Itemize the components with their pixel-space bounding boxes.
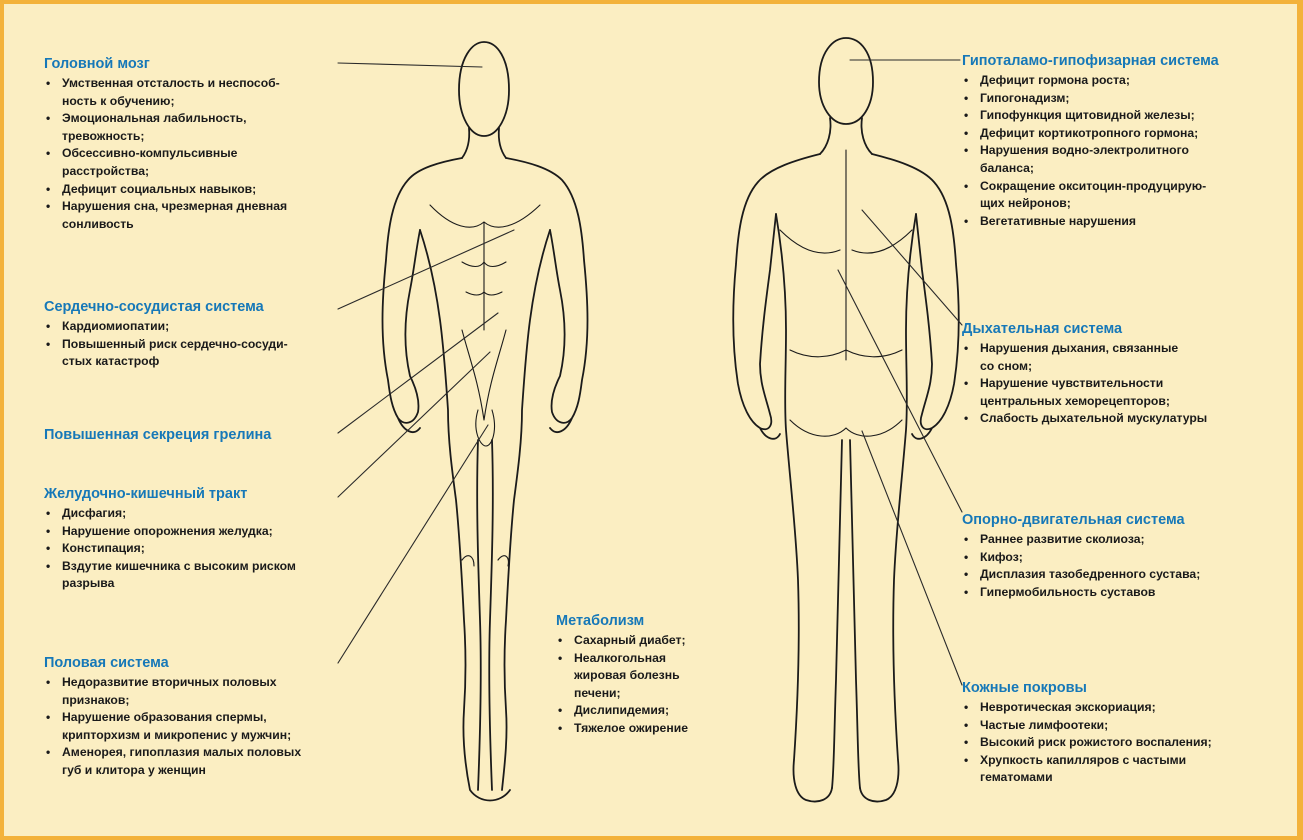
pointer-reproductive	[338, 425, 488, 663]
section-skin: Кожные покровы Невротическая экскориация…	[962, 679, 1282, 787]
front-head	[459, 42, 509, 136]
list-item: Неалкогольная жировая болезнь печени;	[556, 650, 736, 703]
list-item: Вздутие кишечника с высоким риском разры…	[44, 558, 344, 593]
pointer-brain	[338, 63, 482, 67]
section-title: Сердечно-сосудистая система	[44, 298, 344, 316]
section-musculoskeletal: Опорно-двигательная система Раннее разви…	[962, 511, 1282, 601]
back-figure	[733, 38, 959, 802]
list-item: Дислипидемия;	[556, 702, 736, 720]
section-brain: Головной мозг Умственная отсталость и не…	[44, 55, 344, 233]
section-list: Дисфагия; Нарушение опорожнения желудка;…	[44, 505, 344, 593]
section-title: Половая система	[44, 654, 354, 672]
pointer-musculoskeletal	[838, 270, 962, 512]
back-outline-right	[872, 154, 959, 439]
list-item: Невротическая экскориация;	[962, 699, 1282, 717]
list-item: Частые лимфоотеки;	[962, 717, 1282, 735]
list-item: Дефицит кортикотропного гормона;	[962, 125, 1282, 143]
section-list: Кардиомиопатии; Повышенный риск сердечно…	[44, 318, 344, 371]
list-item: Аменорея, гипоплазия малых половых губ и…	[44, 744, 354, 779]
section-cardio: Сердечно-сосудистая система Кардиомиопат…	[44, 298, 344, 371]
pointer-cardio	[338, 230, 514, 309]
list-item: Высокий риск рожистого воспаления;	[962, 734, 1282, 752]
section-reproductive: Половая система Недоразвитие вторичных п…	[44, 654, 354, 780]
section-title: Кожные покровы	[962, 679, 1282, 697]
pointer-lines	[338, 60, 962, 685]
pointer-skin	[862, 431, 962, 685]
list-item: Дисплазия тазобедренного сустава;	[962, 566, 1282, 584]
section-list: Нарушения дыхания, связанные со сном; На…	[962, 340, 1282, 428]
list-item: Раннее развитие сколиоза;	[962, 531, 1282, 549]
list-item: Вегетативные нарушения	[962, 213, 1282, 231]
list-item: Тяжелое ожирение	[556, 720, 736, 738]
list-item: Констипация;	[44, 540, 344, 558]
front-outline-right	[506, 158, 588, 432]
pointer-respiratory	[862, 210, 962, 325]
list-item: Дисфагия;	[44, 505, 344, 523]
list-item: Умственная отсталость и неспособ- ность …	[44, 75, 344, 110]
list-item: Гипогонадизм;	[962, 90, 1282, 108]
list-item: Слабость дыхательной мускулатуры	[962, 410, 1282, 428]
section-title: Повышенная секреция грелина	[44, 426, 344, 444]
list-item: Повышенный риск сердечно-сосуди- стых ка…	[44, 336, 344, 371]
list-item: Кардиомиопатии;	[44, 318, 344, 336]
list-item: Гипермобильность суставов	[962, 584, 1282, 602]
section-list: Невротическая экскориация; Частые лимфоо…	[962, 699, 1282, 787]
section-title: Опорно-двигательная система	[962, 511, 1282, 529]
section-title: Желудочно-кишечный тракт	[44, 485, 344, 503]
section-list: Сахарный диабет; Неалкогольная жировая б…	[556, 632, 736, 738]
list-item: Дефицит социальных навыков;	[44, 181, 344, 199]
list-item: Сахарный диабет;	[556, 632, 736, 650]
list-item: Нарушения дыхания, связанные со сном;	[962, 340, 1282, 375]
section-title: Метаболизм	[556, 612, 736, 630]
back-outline-left	[733, 154, 820, 439]
list-item: Кифоз;	[962, 549, 1282, 567]
section-title: Головной мозг	[44, 55, 344, 73]
section-list: Раннее развитие сколиоза; Кифоз; Дисплаз…	[962, 531, 1282, 601]
list-item: Нарушения водно-электролитного баланса;	[962, 142, 1282, 177]
section-title: Дыхательная система	[962, 320, 1282, 338]
list-item: Хрупкость капилляров с частыми гематомам…	[962, 752, 1282, 787]
list-item: Дефицит гормона роста;	[962, 72, 1282, 90]
list-item: Нарушение опорожнения желудка;	[44, 523, 344, 541]
section-hypothalamic: Гипоталамо-гипофизарная система Дефицит …	[962, 52, 1282, 230]
section-list: Дефицит гормона роста; Гипогонадизм; Гип…	[962, 72, 1282, 230]
section-list: Недоразвитие вторичных половых признаков…	[44, 674, 354, 780]
list-item: Гипофункция щитовидной железы;	[962, 107, 1282, 125]
list-item: Эмоциональная лабильность, тревожность;	[44, 110, 344, 145]
section-gi: Желудочно-кишечный тракт Дисфагия; Наруш…	[44, 485, 344, 593]
list-item: Сокращение окситоцин-продуцирую- щих ней…	[962, 178, 1282, 213]
section-respiratory: Дыхательная система Нарушения дыхания, с…	[962, 320, 1282, 428]
section-metabolism: Метаболизм Сахарный диабет; Неалкогольна…	[556, 612, 736, 738]
list-item: Нарушения сна, чрезмерная дневная сонлив…	[44, 198, 344, 233]
section-ghrelin: Повышенная секреция грелина	[44, 426, 344, 446]
list-item: Недоразвитие вторичных половых признаков…	[44, 674, 354, 709]
list-item: Обсессивно-компульсивные расстройства;	[44, 145, 344, 180]
back-head	[819, 38, 873, 124]
section-title: Гипоталамо-гипофизарная система	[962, 52, 1282, 70]
pointer-gi	[338, 352, 490, 497]
list-item: Нарушение чувствительности центральных х…	[962, 375, 1282, 410]
section-list: Умственная отсталость и неспособ- ность …	[44, 75, 344, 233]
list-item: Нарушение образования спермы, крипторхиз…	[44, 709, 354, 744]
